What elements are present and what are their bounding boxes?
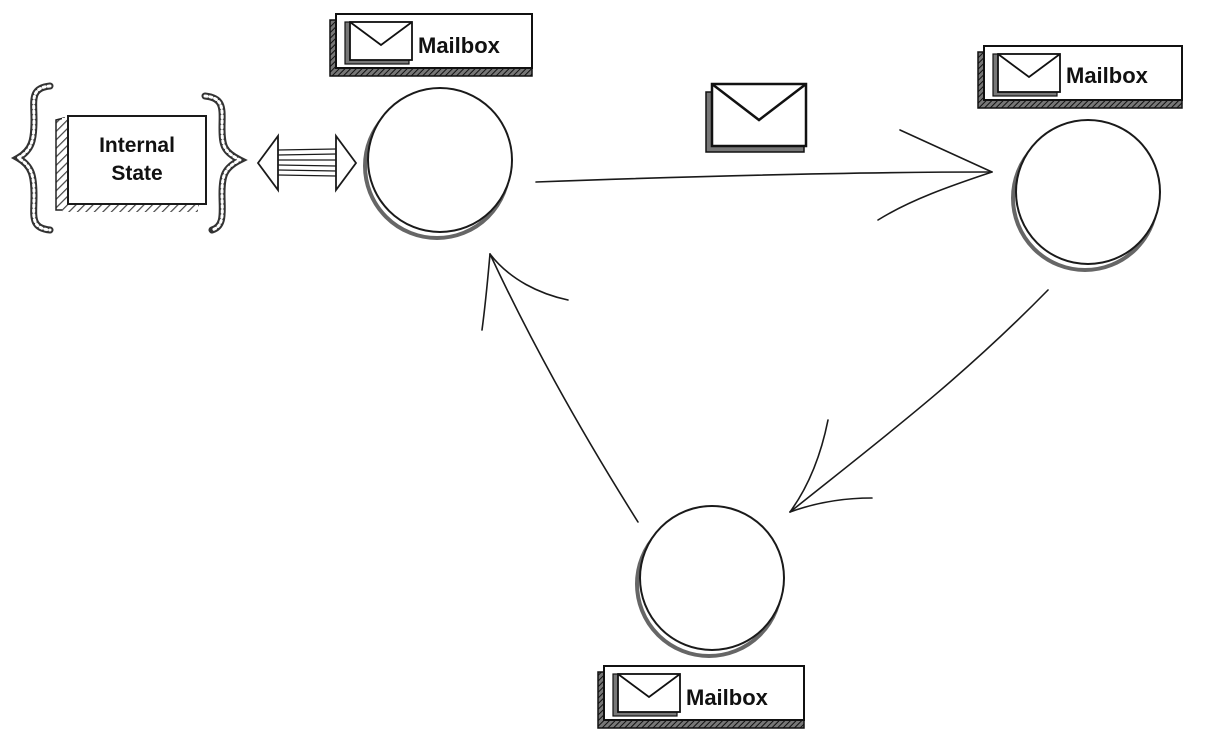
- mailbox-1-label: Mailbox: [418, 33, 501, 58]
- mailbox-1: Mailbox: [329, 13, 533, 77]
- actor-3: [635, 505, 785, 658]
- actor-3-circle: [639, 505, 785, 651]
- internal-state-label-line2: State: [111, 162, 162, 185]
- actor-1: [363, 87, 513, 240]
- message-envelope-icon: [705, 82, 808, 153]
- mailbox-2: Mailbox: [977, 45, 1183, 109]
- internal-state-box: [67, 115, 207, 205]
- actor-1-circle: [367, 87, 513, 233]
- mailbox-2-label: Mailbox: [1066, 63, 1149, 88]
- internal-state-group: Internal State: [10, 82, 248, 234]
- envelope-icon: [612, 673, 681, 717]
- arrow-actor3-to-actor1: [481, 253, 639, 523]
- state-actor-bidirectional-arrow: [256, 133, 358, 193]
- envelope-icon: [344, 21, 413, 65]
- mailbox-3-label: Mailbox: [686, 685, 769, 710]
- actor-2: [1011, 119, 1161, 272]
- arrow-actor2-to-actor3: [789, 289, 1049, 513]
- internal-state-label-line1: Internal: [99, 134, 175, 157]
- mailbox-3: Mailbox: [597, 665, 805, 729]
- arrow-actor1-to-actor2: [535, 129, 993, 221]
- envelope-icon: [992, 53, 1061, 97]
- actor-2-circle: [1015, 119, 1161, 265]
